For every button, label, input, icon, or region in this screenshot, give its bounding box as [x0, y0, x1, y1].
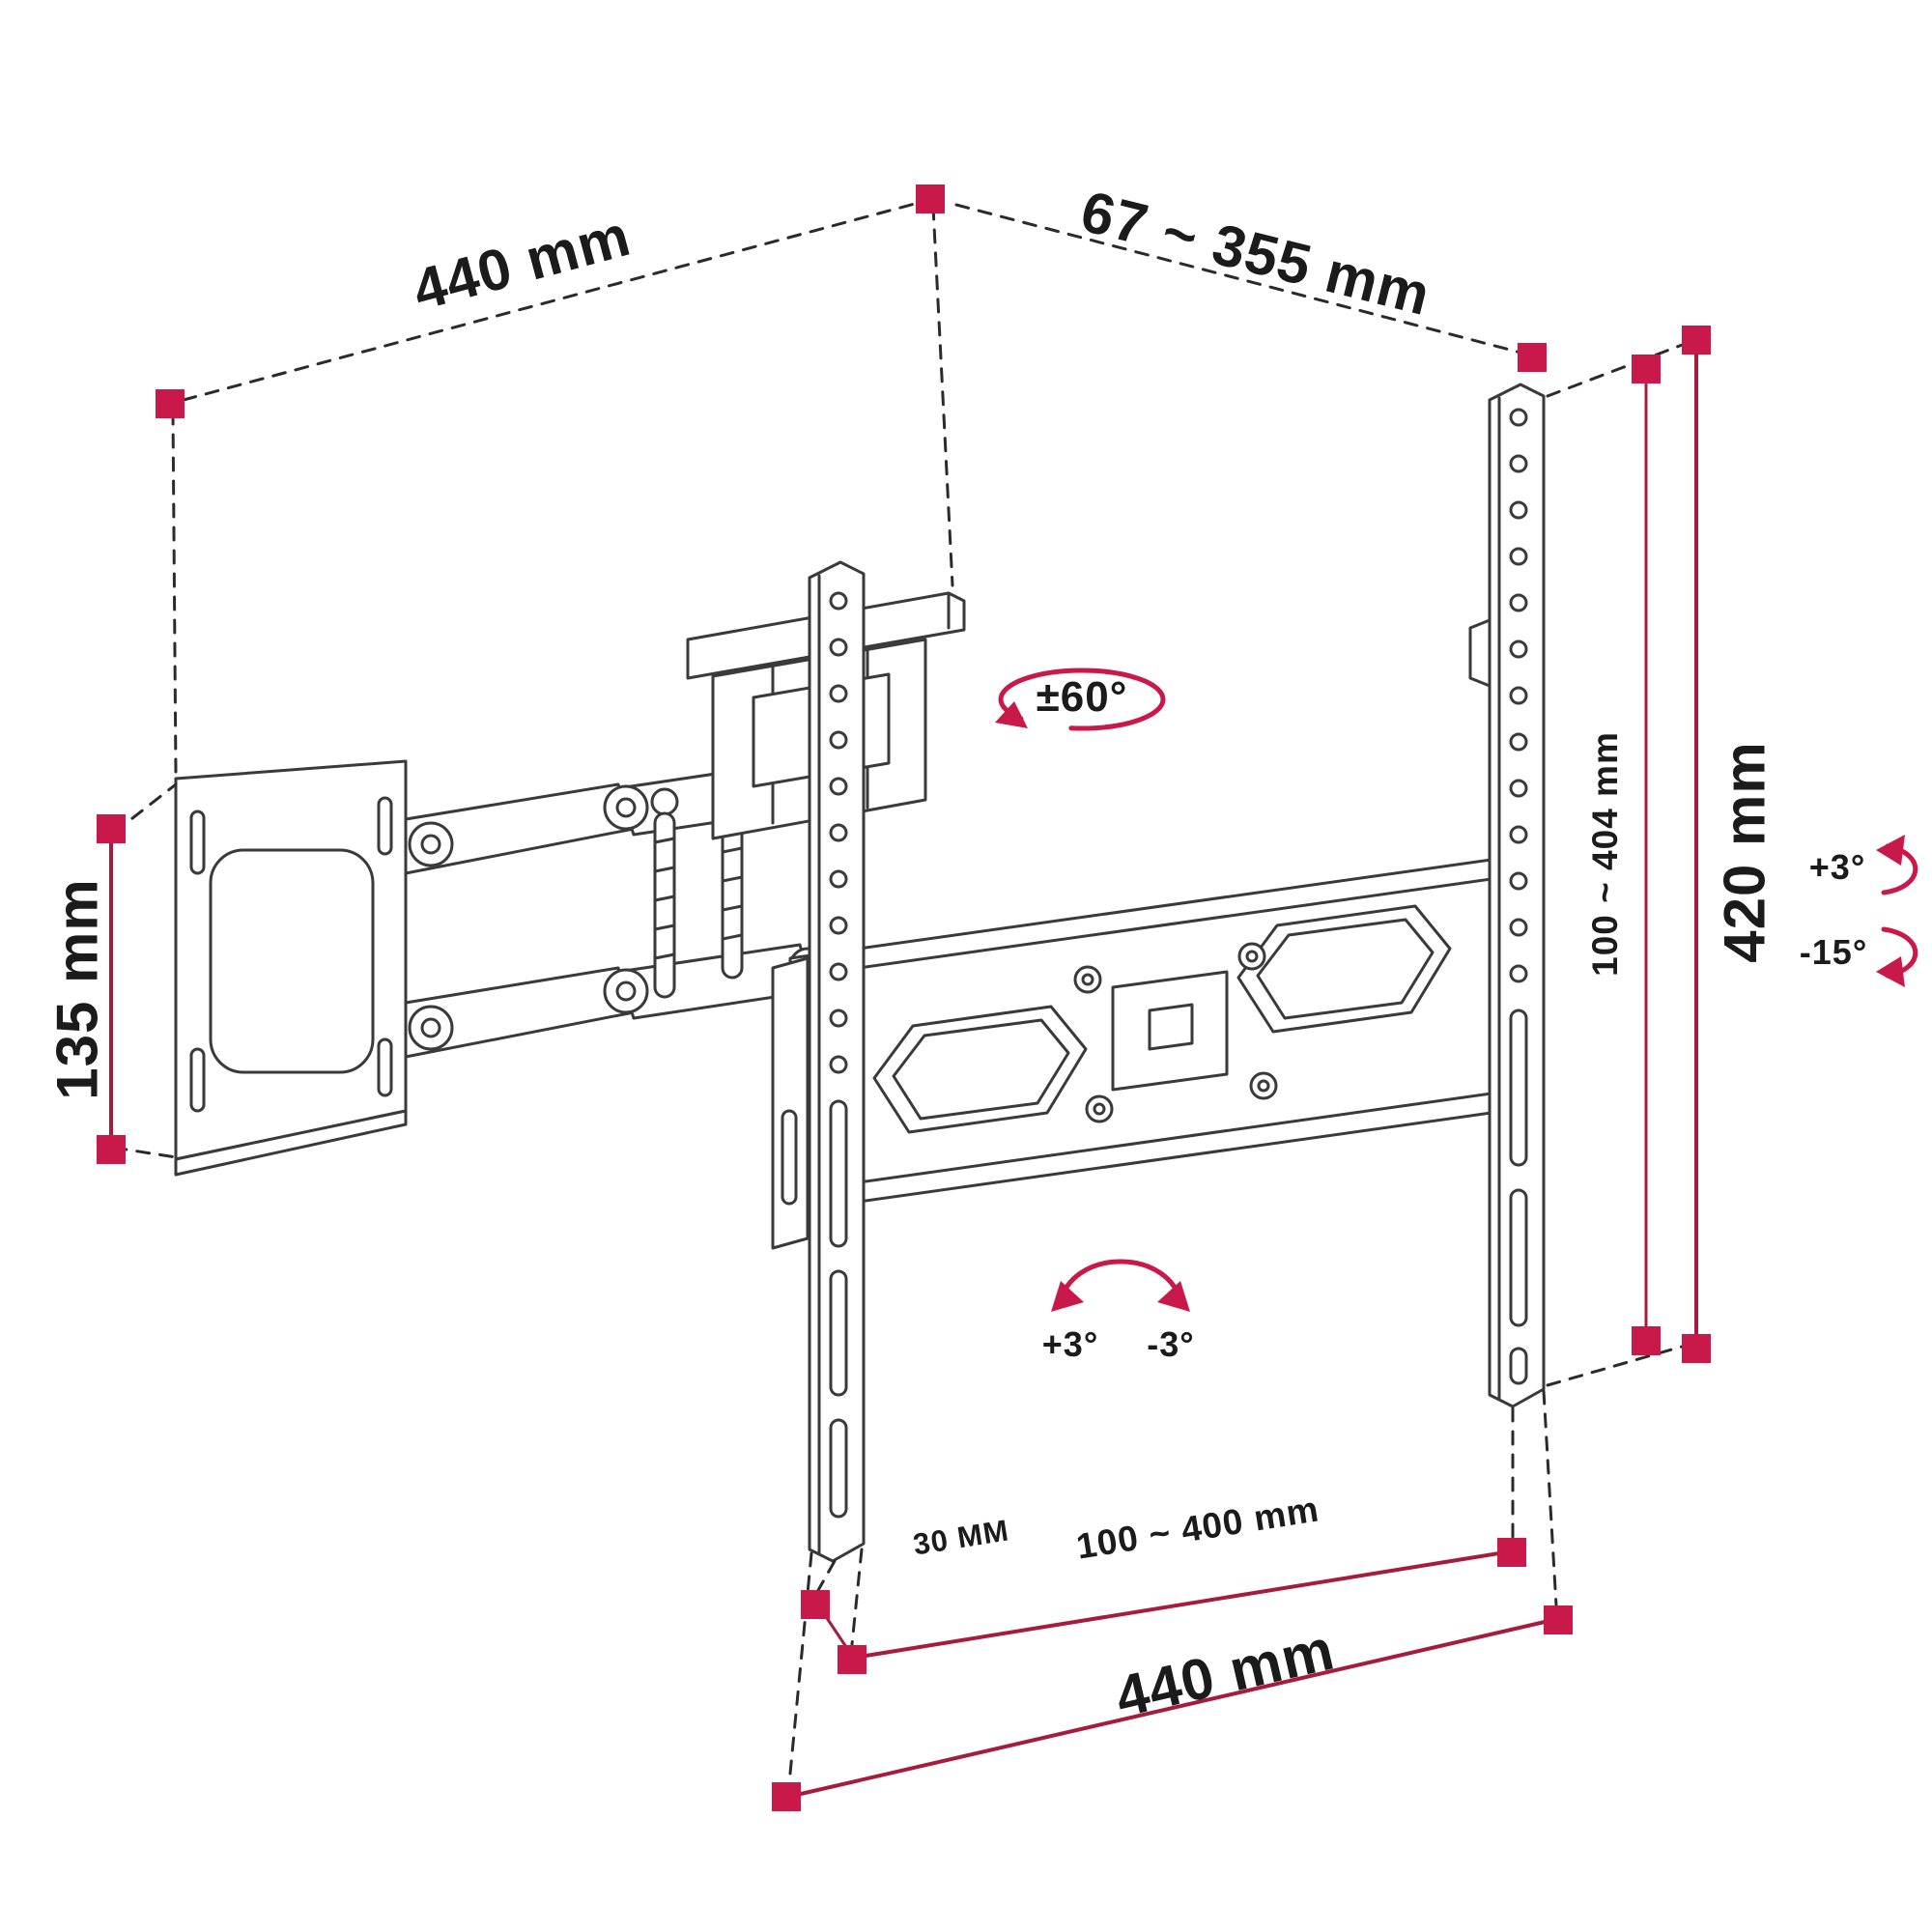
dimension-marker: [772, 1782, 801, 1811]
dimension-marker: [97, 1135, 126, 1164]
dim-bracket-height: 420 mm: [1712, 741, 1777, 963]
hinge-pins: [650, 768, 747, 999]
dimension-marker: [1544, 1605, 1573, 1634]
dimension-marker: [1497, 1538, 1526, 1567]
dimension-marker: [1632, 1326, 1661, 1355]
red-dimension-lines: [109, 340, 1698, 1799]
crossbar: [771, 854, 1520, 1250]
screw-icon: [1073, 942, 1278, 1123]
dimension-marker: [1682, 326, 1711, 355]
dimension-marker: [156, 389, 185, 418]
tilt-down-arrow-icon: [1876, 926, 1918, 987]
articulating-arm-lower: [404, 943, 827, 1059]
tilt-up-arrow-icon: [1876, 835, 1918, 895]
dimension-marker: [838, 1645, 867, 1674]
dim-swivel-range: ±60°: [1036, 673, 1128, 721]
dimension-marker: [801, 1590, 830, 1619]
swivel-arrow-icon: [995, 668, 1166, 731]
dimension-marker: [1682, 1334, 1711, 1363]
dim-vesa-vertical-range: 100 ~ 404 mm: [1585, 731, 1625, 977]
dimension-markers: [97, 185, 1711, 1811]
dimension-marker: [1518, 343, 1547, 372]
dimension-marker: [1632, 355, 1661, 384]
dim-level-adjust-plus: +3°: [1041, 1324, 1099, 1364]
vesa-rail-left: [808, 560, 866, 1563]
dimension-marker: [97, 814, 126, 843]
dim-tilt-down: -15°: [1799, 932, 1868, 972]
dimension-marker: [916, 185, 945, 213]
dim-level-adjust-minus: -3°: [1147, 1324, 1195, 1364]
wall-plate: [174, 759, 408, 1177]
angle-arrows: [995, 668, 1918, 1312]
dim-wall-plate-height: 135 mm: [44, 878, 110, 1100]
vesa-rail-right: [1468, 383, 1546, 1408]
level-adjust-arrow-icon: [1051, 1259, 1190, 1312]
dim-tilt-up: +3°: [1808, 847, 1866, 887]
